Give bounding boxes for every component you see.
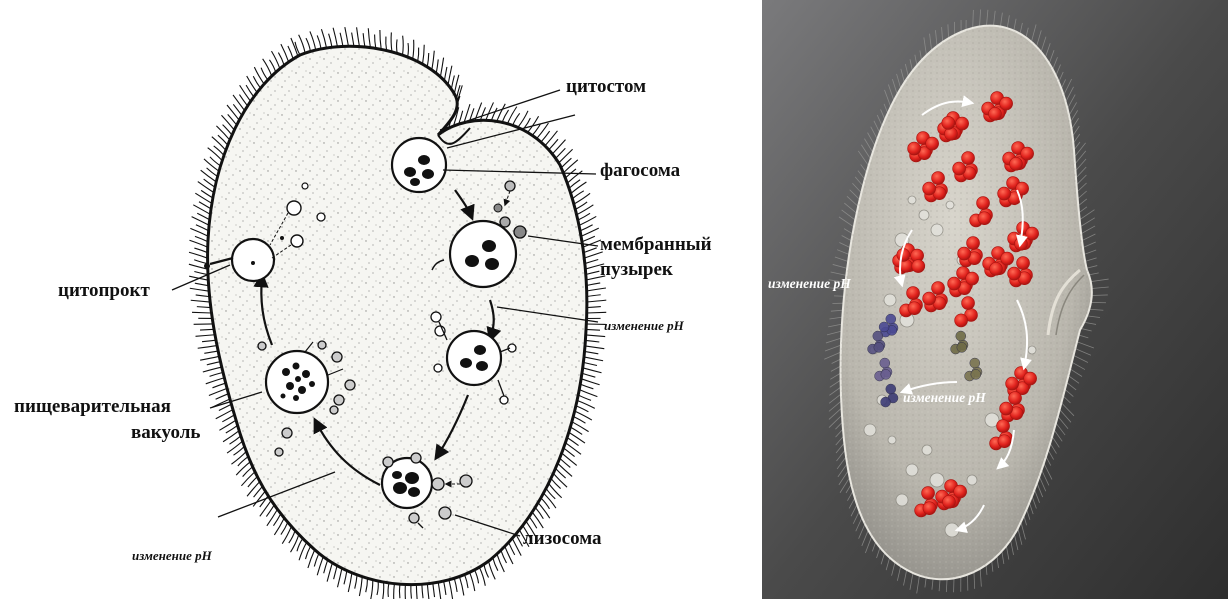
photo-label-ph-change-left: изменение pH — [768, 276, 851, 291]
label-digestive-vacuole-line2: вакуоль — [131, 422, 200, 443]
label-digestive-vacuole-line1: пищеварительная — [14, 396, 171, 417]
label-lysosome: лизосома — [523, 528, 602, 549]
label-membrane-vesicle-line1: мембранный — [600, 234, 712, 255]
label-ph-change-right: изменение pH — [604, 318, 685, 333]
photo-label-ph-change-center: изменение pH — [903, 390, 986, 405]
phagosome — [392, 138, 446, 192]
paramecium-micrograph: изменение pH изменение pH — [762, 0, 1228, 599]
label-phagosome: фагосома — [600, 160, 681, 181]
label-cytostome: цитостом — [566, 76, 646, 97]
paramecium-digestion-diagram: цитостом фагосома мембранный пузырек изм… — [0, 0, 760, 599]
label-cytoproct: цитопрокт — [58, 280, 150, 301]
label-membrane-vesicle-line2: пузырек — [600, 259, 673, 280]
label-ph-change-bottom: изменение pH — [132, 548, 213, 563]
